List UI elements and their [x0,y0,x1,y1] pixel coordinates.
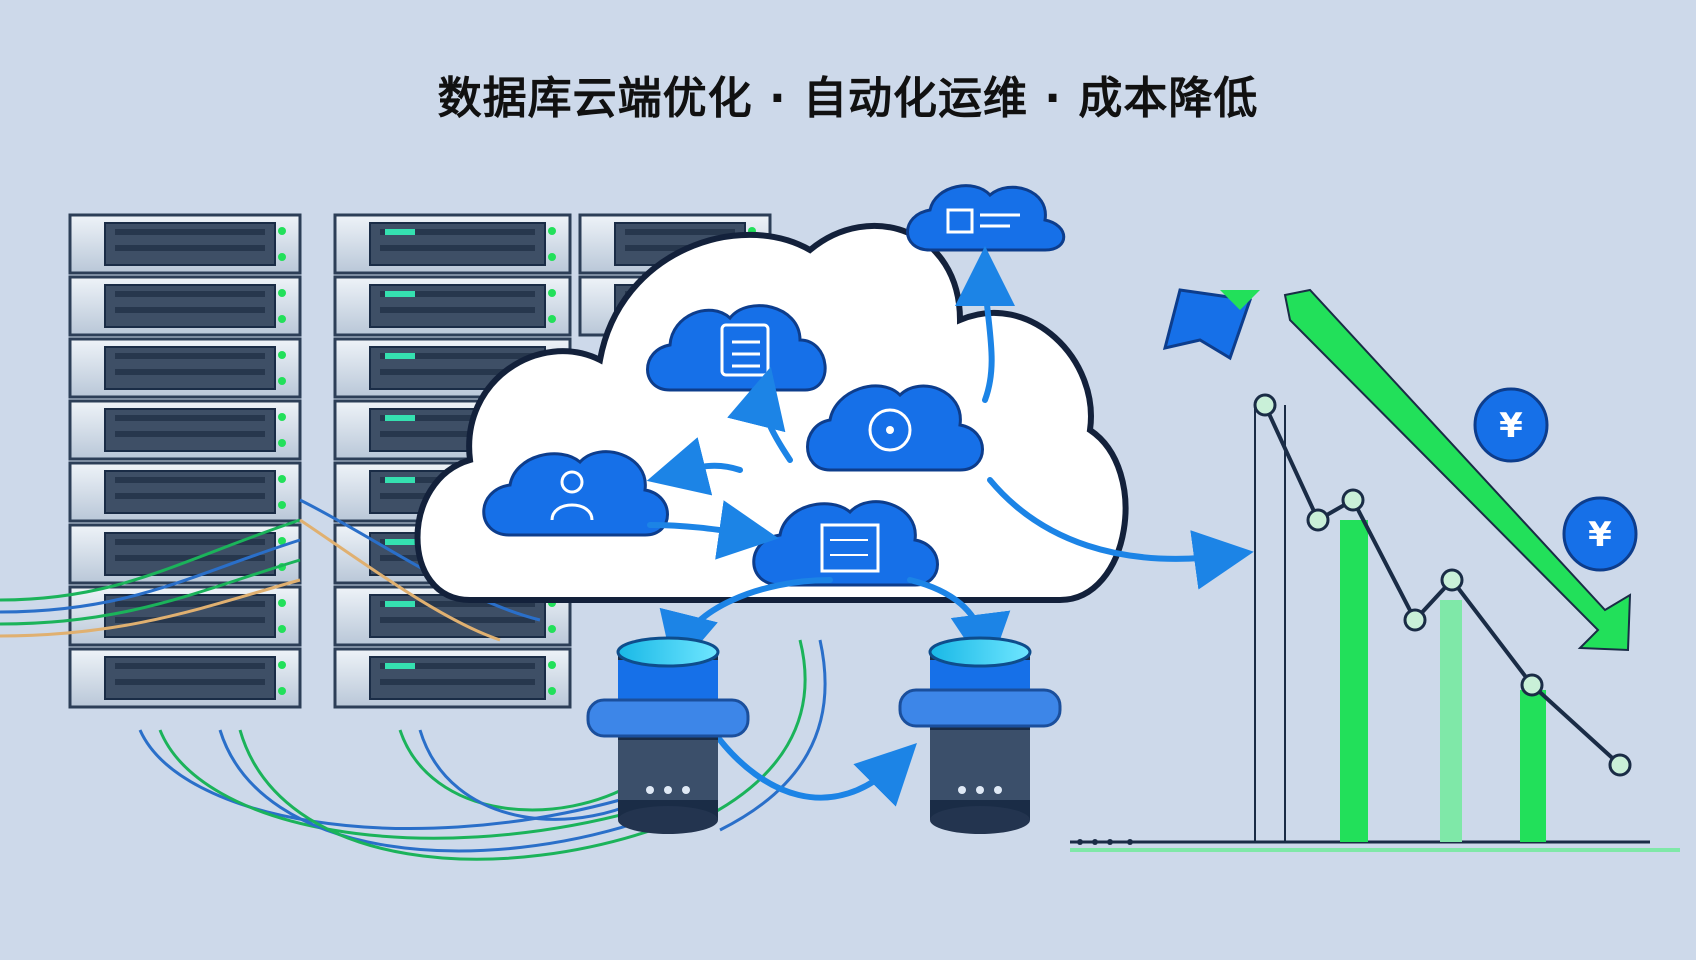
user-icon [560,470,584,494]
database-cylinder-left [586,636,750,834]
user-cloud [482,450,669,537]
cost-chart [1070,288,1680,852]
page-title: 数据库云端优化 · 自动化运维 · 成本降低 [437,73,1259,124]
yen-icon: ¥ [1588,515,1612,555]
monitor-cloud [906,184,1066,252]
settings-cloud [806,384,984,472]
data-flow-arrows [646,246,1254,807]
sync-gear-icon [868,408,912,452]
yen-icon: ¥ [1499,406,1523,446]
yen-badge-1: ¥ [1473,387,1549,463]
flowchart-icon [820,523,880,573]
checklist-icon [946,208,974,234]
dotted-baseline [1077,839,1133,845]
yen-badge-2: ¥ [1562,496,1638,572]
database-cylinder-right [898,636,1062,834]
